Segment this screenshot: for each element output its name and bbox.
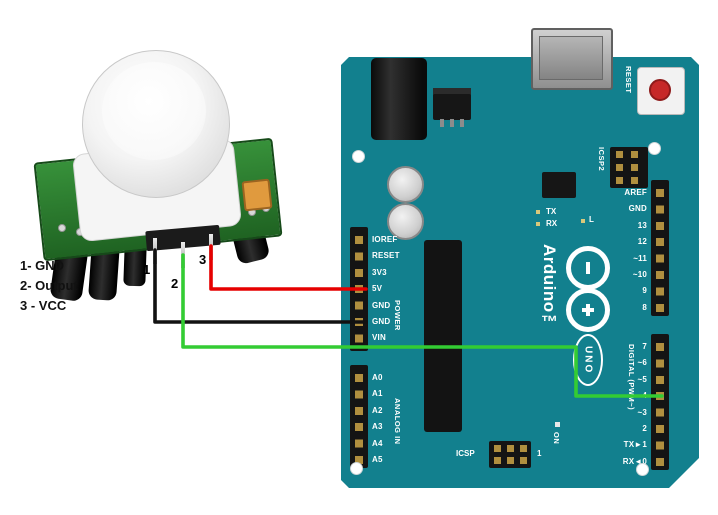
icsp-pin xyxy=(520,457,527,464)
tx-label: TX xyxy=(546,207,557,216)
legend-output: 2- Output xyxy=(20,278,78,293)
regulator-leg xyxy=(440,119,444,127)
reset-label: RESET xyxy=(624,66,633,94)
arduino-logo-ring-minus xyxy=(566,246,610,290)
sensor-dome-highlight xyxy=(102,62,206,160)
digital-pin-label: 13 xyxy=(637,221,647,230)
icsp-pin xyxy=(494,445,501,452)
icsp-pin xyxy=(507,445,514,452)
analog-pin-label: A5 xyxy=(372,455,383,464)
digital-pin-label: ~11 xyxy=(633,254,647,263)
power-pin-label: 5V xyxy=(372,284,383,293)
analog-header-pins xyxy=(355,368,363,465)
uno-badge: UNO xyxy=(573,334,603,386)
digital-header-bottom-pins xyxy=(656,337,664,467)
rx-label: RX xyxy=(546,219,558,228)
regulator-tab xyxy=(433,88,471,96)
digital-pin-label: ~3 xyxy=(637,408,647,417)
mounting-hole xyxy=(350,462,363,475)
digital-header-top-pins xyxy=(656,183,664,313)
microcontroller-ic xyxy=(424,240,462,432)
icsp2-pin xyxy=(631,177,638,184)
power-pin-label: 3V3 xyxy=(372,268,387,277)
power-header-pins xyxy=(355,230,363,344)
sensor-pin-3 xyxy=(209,234,213,260)
mounting-hole xyxy=(352,150,365,163)
legend-vcc: 3 - VCC xyxy=(20,298,67,313)
analog-section-label: ANALOG IN xyxy=(393,398,402,445)
on-led xyxy=(555,422,560,427)
reset-button-cap[interactable] xyxy=(649,79,671,101)
icsp2-pin xyxy=(616,164,623,171)
analog-pin-label: A2 xyxy=(372,406,383,415)
digital-pin-label: TX►1 xyxy=(623,440,647,449)
regulator-leg xyxy=(460,119,464,127)
icsp-pin xyxy=(520,445,527,452)
icsp2-pin xyxy=(631,151,638,158)
power-pin-label: VIN xyxy=(372,333,386,342)
tx-led xyxy=(536,210,540,214)
power-section-label: POWER xyxy=(393,300,402,331)
icsp-label: ICSP xyxy=(456,449,475,458)
usb-connector-inner xyxy=(539,36,603,80)
voltage-regulator xyxy=(433,94,471,120)
icsp-pin xyxy=(494,457,501,464)
digital-pin-label: 8 xyxy=(642,303,647,312)
wire-gnd-black xyxy=(153,248,368,324)
icsp2-pin xyxy=(616,151,623,158)
sensor-pin-number-3: 3 xyxy=(199,252,207,267)
icsp2-pin xyxy=(631,164,638,171)
on-label: ON xyxy=(552,432,561,445)
digital-section-label: DIGITAL (PWM~) xyxy=(627,344,636,411)
usb-interface-chip xyxy=(542,172,576,198)
l-label: L xyxy=(589,215,594,224)
mounting-hole xyxy=(636,463,649,476)
logo-minus xyxy=(586,262,590,274)
power-pin-label: IOREF xyxy=(372,235,398,244)
icsp-pin xyxy=(507,457,514,464)
power-pin-label: RESET xyxy=(372,251,400,260)
power-jack xyxy=(371,58,427,140)
sensor-pin-number-2: 2 xyxy=(171,276,179,291)
sensor-pin-1 xyxy=(153,238,157,264)
sensor-pin-number-1: 1 xyxy=(143,262,151,277)
digital-pin-label: 9 xyxy=(642,286,647,295)
digital-pin-label: AREF xyxy=(624,188,647,197)
solder-pad xyxy=(58,224,66,232)
sensor-trimpot xyxy=(241,178,273,212)
l-led xyxy=(581,219,585,223)
legend-gnd: 1- GND xyxy=(20,258,65,273)
icsp-pin1-label: 1 xyxy=(537,449,542,458)
mounting-hole xyxy=(648,142,661,155)
digital-pin-label: ~10 xyxy=(632,270,647,279)
digital-pin-label: 2 xyxy=(642,424,647,433)
capacitor xyxy=(387,166,424,203)
digital-pin-label: GND xyxy=(628,204,647,213)
analog-pin-label: A4 xyxy=(372,439,383,448)
analog-pin-label: A0 xyxy=(372,373,383,382)
uno-label: UNO xyxy=(582,345,594,375)
arduino-logo-ring-plus xyxy=(566,288,610,332)
rx-led xyxy=(536,222,540,226)
icsp2-pin xyxy=(616,177,623,184)
sensor-pin-2 xyxy=(181,242,185,268)
analog-pin-label: A3 xyxy=(372,422,383,431)
digital-pin-label: RX◄0 xyxy=(622,457,647,466)
arduino-brand-text: Arduino™ xyxy=(540,244,559,333)
capacitor xyxy=(387,203,424,240)
icsp2-label: ICSP2 xyxy=(597,147,606,172)
regulator-leg xyxy=(450,119,454,127)
digital-pin-label: 12 xyxy=(637,237,647,246)
logo-plus-v xyxy=(586,304,590,316)
